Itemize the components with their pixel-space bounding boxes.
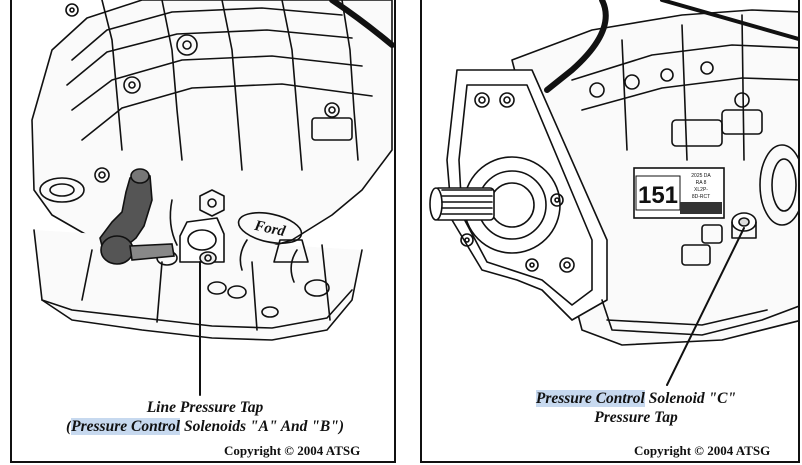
line-pressure-tap-caption: Line Pressure Tap (Pressure Control Sole… <box>32 398 378 436</box>
transmission-side-view-drawing: Ford <box>31 0 394 396</box>
caption-open-paren: ( <box>65 418 72 435</box>
tag-line-4: 8D-RCT <box>692 194 710 200</box>
left-illustration-panel: Ford Line Pressure Tap (Pressure Control… <box>10 0 396 463</box>
transmission-rear-view-drawing: 151 2025 DA RA 8 XL2P- 8D-RCT <box>429 0 798 386</box>
pressure-control-c-caption: Pressure Control Solenoid "C" Pressure T… <box>488 389 784 427</box>
ford-logo-text: Ford <box>252 218 287 240</box>
tag-line-2: RA 8 <box>696 180 707 186</box>
highlighted-text: Pressure Control <box>535 390 645 407</box>
caption-subtitle: (Pressure Control Solenoids "A" And "B") <box>32 417 378 436</box>
tag-number: 151 <box>638 182 678 209</box>
right-illustration-panel: 151 2025 DA RA 8 XL2P- 8D-RCT Pressure C… <box>420 0 800 463</box>
tag-line-3: XL2P- <box>694 187 708 193</box>
caption-solenoids-text: Solenoids "A" And "B") <box>180 418 345 435</box>
caption-title: Line Pressure Tap <box>146 399 264 416</box>
identification-tag <box>633 167 725 219</box>
caption-solenoid-text: Solenoid "C" <box>644 390 737 407</box>
copyright-text: Copyright © 2004 ATSG <box>634 443 771 458</box>
caption-title: Pressure Control Solenoid "C" <box>488 389 784 408</box>
caption-subtitle: Pressure Tap <box>594 409 678 426</box>
tag-line-1: 2025 DA <box>691 173 711 179</box>
copyright-text: Copyright © 2004 ATSG <box>224 443 361 458</box>
highlighted-text: Pressure Control <box>71 418 181 435</box>
